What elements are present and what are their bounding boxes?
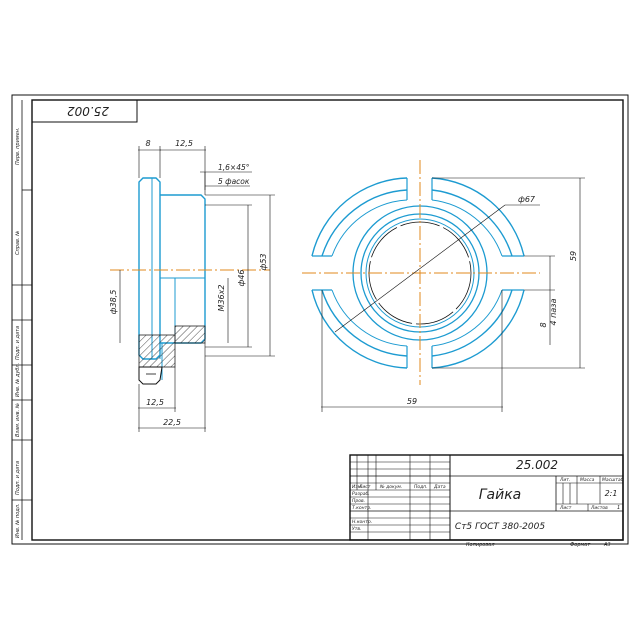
side-label-sign-2: Подп. и дата (15, 461, 21, 495)
dim-8-top: 8 (145, 139, 150, 148)
label-mass: Масса (580, 477, 595, 483)
dim-thread: М36х2 (217, 285, 226, 312)
side-label-replace: Взам. инв. № (15, 403, 21, 437)
side-label-dup: Инв. № дубл. (15, 363, 21, 397)
dim-slot-width: 8 (539, 322, 548, 327)
header-doc: № докум. (379, 484, 402, 490)
dim-d46: ф46 (237, 269, 246, 286)
role-approved: Утв. (352, 526, 361, 532)
front-view-dimensions: ф67 59 8 4 паза 59 (321, 177, 585, 412)
title-block-number: 25.002 (516, 458, 558, 472)
title-block: 25.002 Гайка Ст5 ГОСТ 380-2005 Изм. Лист… (349, 454, 624, 548)
dim-59-right: 59 (569, 251, 578, 261)
dim-chamfer: 1,6×45° (218, 163, 250, 172)
side-view-dimensions: 8 12,5 1,6×45° 5 фасок ф53 ф46 М36х2 ф38… (109, 139, 275, 432)
sheet-frame (11, 94, 629, 545)
side-label-first-use: Перв. примен. (15, 127, 21, 165)
dim-chamfer-count: 5 фасок (218, 177, 250, 186)
header-sign: Подп. (414, 484, 428, 490)
dim-125-bottom: 12,5 (146, 398, 164, 407)
role-tech-control: Т.контр. (352, 505, 372, 511)
header-sheet: Лист (358, 484, 371, 490)
label-sheet: Лист (559, 505, 572, 511)
dim-slot-note: 4 паза (549, 298, 558, 325)
section-hatch-upper (174, 325, 206, 344)
scale-value: 2:1 (605, 489, 618, 498)
drawing-number-rotated: 25.002 (67, 104, 109, 118)
label-format: Формат (570, 542, 591, 548)
role-developer: Разраб. (352, 491, 370, 497)
header-change: Изм. (352, 484, 363, 490)
drawing-number-stamp: 25.002 (31, 99, 138, 123)
format-value: А3 (603, 542, 611, 548)
dim-d67: ф67 (518, 195, 536, 204)
label-sheets: Листов (590, 505, 608, 511)
label-scale: Масштаб (602, 477, 624, 483)
dim-125-top: 12,5 (175, 139, 193, 148)
dim-d385: ф38,5 (109, 290, 118, 315)
side-view (110, 177, 270, 385)
side-label-ref: Справ. № (15, 231, 21, 255)
side-strip: Перв. примен. Справ. № Подп. и дата Инв.… (12, 100, 32, 540)
header-date: Дата (433, 484, 446, 490)
label-lit: Лит. (559, 477, 570, 483)
sheets-value: 1 (617, 505, 620, 511)
role-norm-control: Н.контр. (352, 519, 372, 525)
dim-d53: ф53 (259, 253, 268, 270)
dim-225: 22,5 (163, 418, 181, 427)
front-view (302, 160, 540, 385)
dim-59-bottom: 59 (407, 397, 417, 406)
section-hatch-lower (138, 334, 176, 368)
label-copied: Копировал (466, 542, 495, 548)
side-label-orig: Инв. № подл. (15, 504, 21, 539)
title-block-material: Ст5 ГОСТ 380-2005 (455, 522, 545, 532)
side-label-sign-1: Подп. и дата (15, 326, 21, 360)
role-checker: Пров. (352, 498, 365, 504)
title-block-part-name: Гайка (479, 487, 522, 503)
